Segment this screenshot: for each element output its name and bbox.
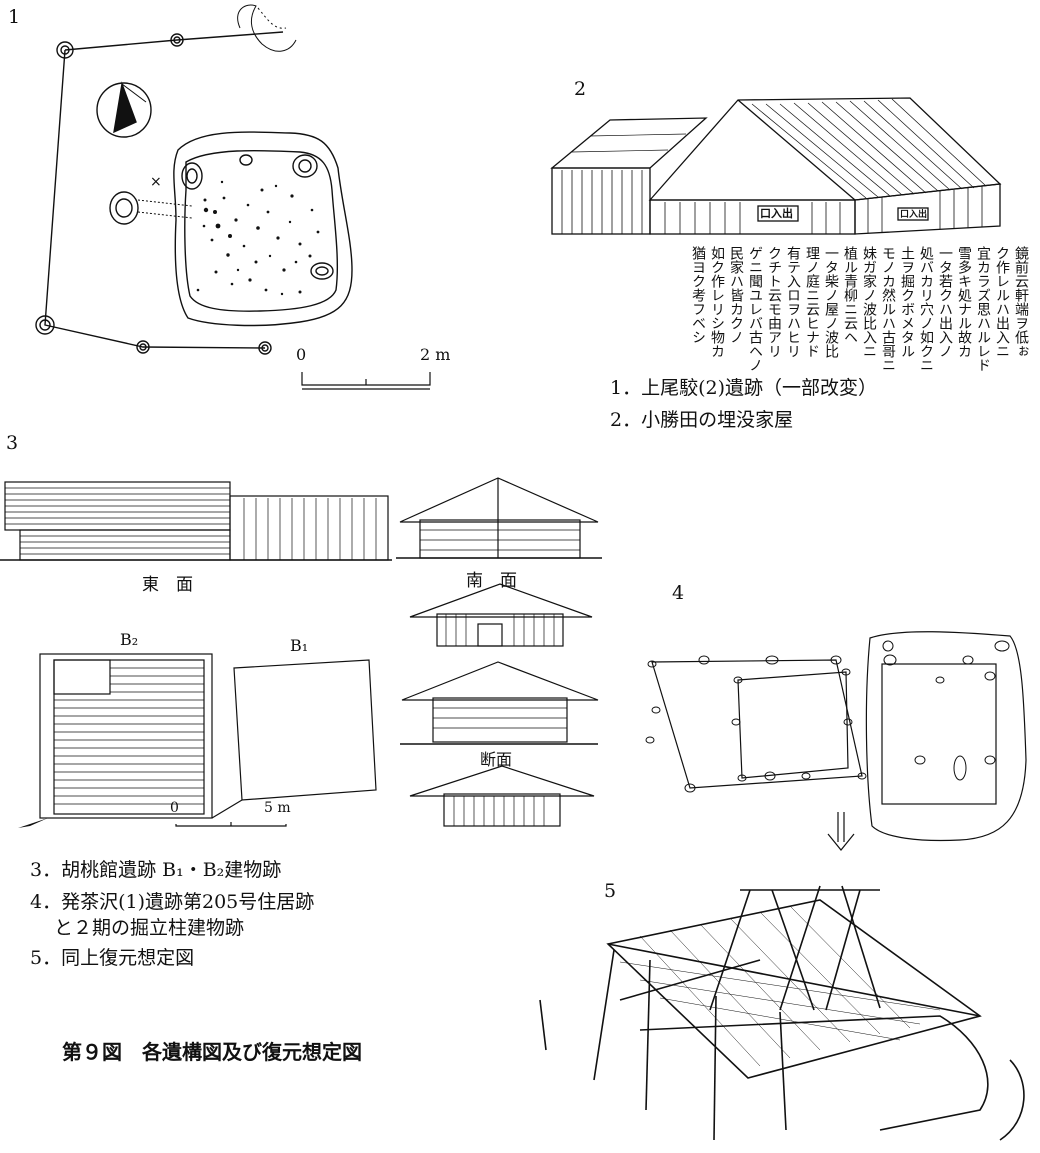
- fig2-text-col-1: 鏡前云軒端ヲ低ぉ: [1013, 246, 1029, 358]
- fig2-buried-house-drawing: [550, 97, 1002, 235]
- figure-number-1: 1: [8, 6, 21, 28]
- fig2-text-col-5: 一タ若クハ出入ノ: [937, 246, 953, 358]
- fig3-scale-start: 0: [170, 800, 179, 816]
- fig1-scale-bar: [301, 372, 431, 390]
- fig1-site-plan: ×: [35, 4, 431, 390]
- fig2-text-col-12: 理ノ庭ニ云ヒナド: [804, 246, 820, 358]
- figure-number-5: 5: [604, 880, 617, 902]
- fig2-text-col-9: 妹ガ家ノ波比入ニ: [861, 246, 877, 358]
- fig3-north-arrow: [18, 818, 48, 828]
- fig3-b1-label: B₁: [290, 636, 309, 655]
- fig2-text-col-3: 宜カラズ思ハルレド: [975, 246, 991, 372]
- fig3-elevations-and-plans: [0, 477, 602, 828]
- fig2-text-col-17: 如ク作レリシ物カ: [709, 246, 725, 358]
- fig5-frame: [539, 885, 1025, 1141]
- caption-3: 3．胡桃館遺跡 B₁・B₂建物跡: [30, 859, 282, 881]
- svg-text:×: ×: [150, 174, 162, 190]
- fig3-south-face-label: 南 面: [466, 571, 517, 591]
- fig2-door-sign-large: 口入出: [760, 207, 793, 220]
- fig4-postholes: [645, 640, 1010, 793]
- fig3-scale-end: 5 m: [264, 800, 291, 816]
- fig2-text-col-6: 処バカリ穴ノ如クニ: [918, 246, 934, 372]
- fig2-roof-hatching: [571, 98, 987, 199]
- fig2-text-col-11: 一タ柴ノ屋ノ波比: [823, 246, 839, 358]
- fig1-scale-end: 2 m: [420, 345, 451, 364]
- fig2-text-col-14: クチト云モ由アリ: [766, 246, 782, 358]
- caption-2: 2．小勝田の埋没家屋: [610, 409, 794, 431]
- caption-4-continued: と２期の掘立柱建物跡: [54, 917, 245, 939]
- figure-number-2: 2: [574, 78, 587, 100]
- fig3-section-label: 断面: [480, 750, 513, 769]
- caption-5: 5．同上復元想定図: [30, 947, 195, 969]
- fig2-text-col-2: ク作レルハ出入ニ: [994, 246, 1010, 358]
- fig2-text-col-13: 有テ入ロヲハヒリ: [785, 246, 801, 358]
- figure-number-4: 4: [672, 582, 685, 604]
- fig1-artifact-dots: [196, 180, 320, 296]
- fig2-text-col-10: 植ル青柳ニ云ヘ: [842, 246, 858, 344]
- fig2-text-col-18: 猶ヨク考フベシ: [690, 246, 706, 344]
- fig2-door-sign-small: 口入出: [900, 210, 928, 220]
- fig3-hatching: [5, 487, 580, 826]
- fig2-text-col-15: ゲニ聞ユレバ古ヘノ: [747, 246, 763, 372]
- fig2-wall-boards: [561, 170, 983, 234]
- fig2-text-col-16: 民家ハ皆カクノ: [728, 246, 744, 344]
- fig1-scale-start: 0: [296, 345, 307, 364]
- fig3-b2-label: B₂: [120, 630, 139, 649]
- caption-1: 1．上尾駮(2)遺跡（一部改変）: [610, 377, 878, 399]
- fig2-text-col-8: モノカ然ルハ古哥ニ: [880, 246, 896, 372]
- figure-title: 第９図 各遺構図及び復元想定図: [62, 1040, 362, 1064]
- fig3-east-face-label: 東 面: [142, 575, 193, 595]
- fig5-thatch-lines: [619, 905, 941, 1067]
- figure-number-3: 3: [6, 432, 19, 454]
- fig2-text-col-7: 土ヲ掘クボメタル: [899, 246, 915, 358]
- caption-4: 4．発茶沢(1)遺跡第205号住居跡: [30, 891, 315, 913]
- fig2-text-col-4: 雪多キ処ナル故カ: [956, 246, 972, 358]
